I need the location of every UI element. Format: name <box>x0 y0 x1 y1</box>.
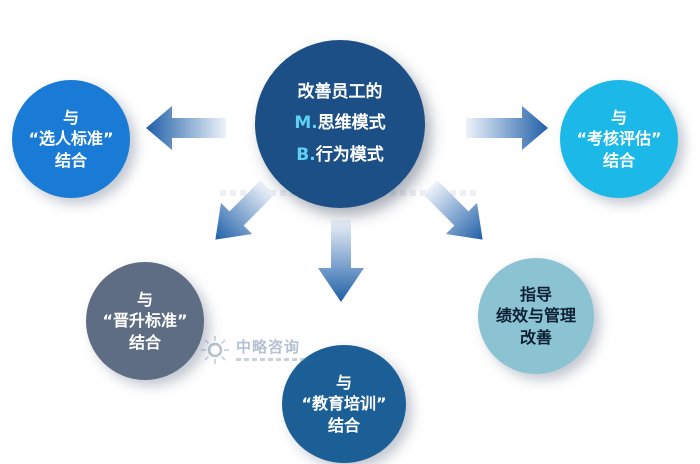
center-line-3-prefix: B. <box>296 144 316 165</box>
logo-sunburst-icon <box>201 336 229 364</box>
logo-name: 中略咨询 <box>236 337 301 356</box>
node-bottom-line-1: 与 <box>335 372 352 392</box>
node-left-line-3: 结合 <box>54 150 87 170</box>
node-right-line-2: “考核评估” <box>576 129 662 149</box>
node-right-line-3: 结合 <box>602 150 635 170</box>
center-line-2: M.思维模式 <box>294 108 385 139</box>
center-line-2-prefix: M. <box>294 113 318 134</box>
arrow-to-bottom-right <box>423 180 483 240</box>
logo-underline <box>236 358 308 362</box>
node-bottom-line-3: 结合 <box>327 415 360 435</box>
arrow-to-bottom-left <box>215 180 275 240</box>
center-line-1: 改善员工的 <box>297 81 383 102</box>
node-training: 与 “教育培训” 结合 <box>282 345 406 463</box>
node-bottom-line-2: “教育培训” <box>301 394 387 414</box>
node-promotion-standard: 与 “晋升标准” 结合 <box>86 262 204 380</box>
company-logo: 中略咨询 <box>200 330 320 370</box>
node-left-line-1: 与 <box>62 107 79 127</box>
node-right-line-1: 与 <box>610 107 627 127</box>
node-bottom-right-line-3: 改善 <box>519 327 552 347</box>
node-bottom-left-line-3: 结合 <box>128 332 161 352</box>
center-node: 改善员工的 M.思维模式 B.行为模式 <box>255 40 425 208</box>
node-performance-guidance: 指导 绩效与管理 改善 <box>478 258 594 374</box>
node-bottom-right-line-1: 指导 <box>519 284 552 304</box>
node-selection-standard: 与 “选人标准” 结合 <box>12 80 130 198</box>
arrow-to-bottom <box>318 220 364 302</box>
center-line-3-text: 行为模式 <box>315 144 384 165</box>
arrow-to-left <box>146 106 226 150</box>
node-bottom-left-line-1: 与 <box>136 289 153 309</box>
center-line-3: B.行为模式 <box>296 140 383 171</box>
node-bottom-right-line-2: 绩效与管理 <box>495 306 576 326</box>
node-bottom-left-line-2: “晋升标准” <box>102 311 188 331</box>
node-assessment: 与 “考核评估” 结合 <box>560 80 678 198</box>
logo-text-block: 中略咨询 <box>236 339 308 362</box>
node-left-line-2: “选人标准” <box>28 129 114 149</box>
arrow-to-right <box>466 106 548 150</box>
center-line-2-text: 思维模式 <box>317 113 386 134</box>
